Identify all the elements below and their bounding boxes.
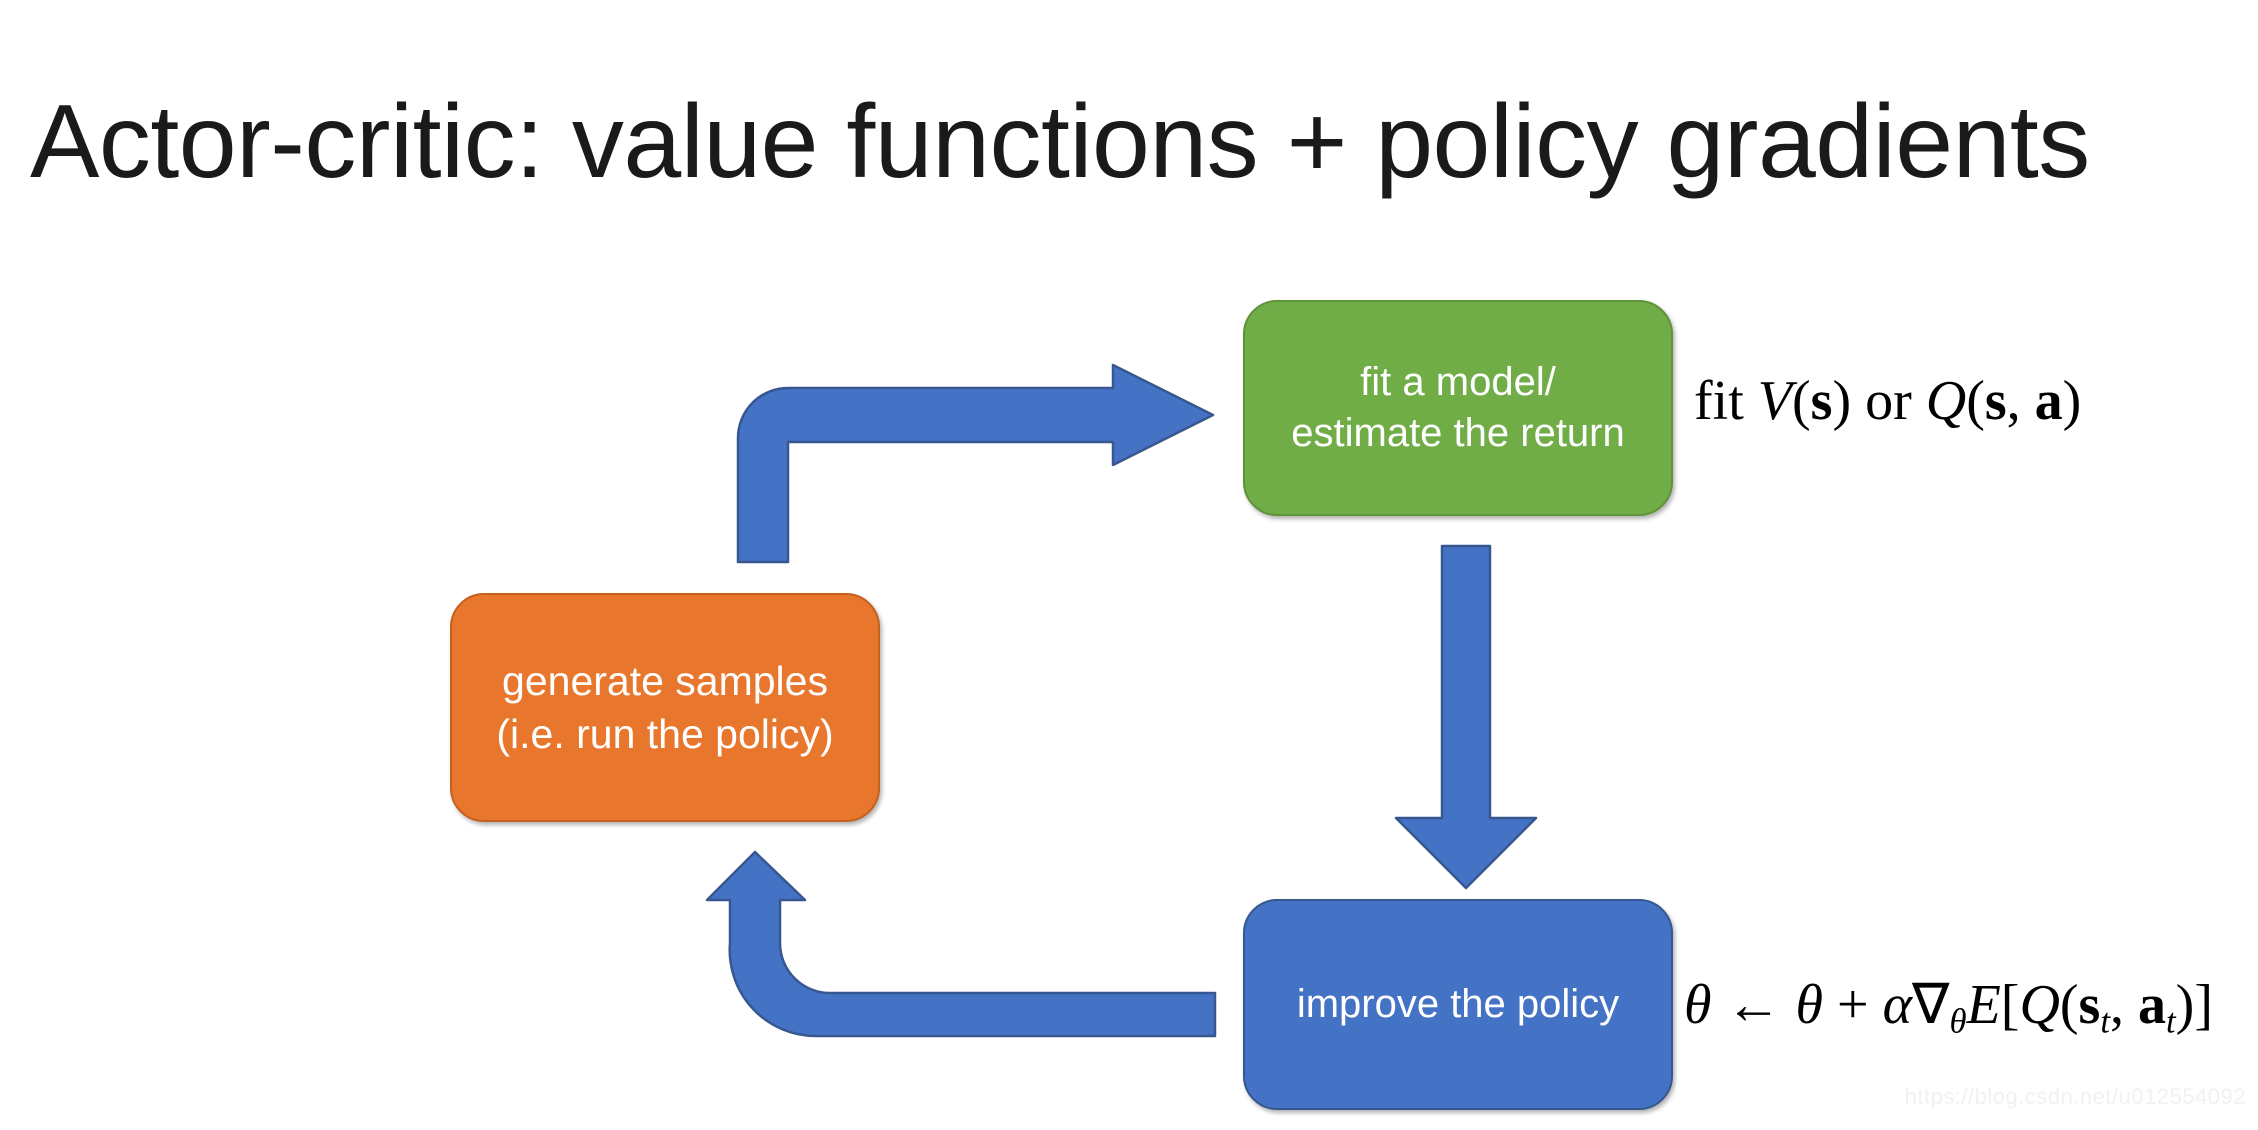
formula-improve-plus: + [1837,974,1869,1036]
formula-improve-expectation: E [1966,974,2001,1036]
formula-improve-alpha: α [1882,974,1913,1036]
node-fit-a-model[interactable]: fit a model/ estimate the return [1243,300,1673,516]
formula-fit-state-symbol: s [1810,370,1833,432]
formula-fit-q-fn: Q [1925,370,1967,432]
formula-improve-assign-arrow: ← [1725,974,1782,1036]
formula-improve-nabla: ∇ [1912,974,1950,1036]
formula-improve-action-symbol: a [2138,974,2166,1036]
node-generate-samples[interactable]: generate samples (i.e. run the policy) [450,593,880,822]
formula-fit-value-fn: V [1757,370,1792,432]
formula-improve-state-symbol: s [2078,974,2101,1036]
formula-fit-value-function: fit V(s) or Q(s, a) [1694,370,2082,432]
arrow-samples-to-fit [736,363,1215,564]
formula-improve-action-subscript: t [2166,1001,2176,1041]
arrow-fit-to-improve [1394,544,1538,890]
page-title: Actor-critic: value functions + policy g… [30,83,2090,200]
watermark: https://blog.csdn.net/u012554092 [1904,1084,2246,1109]
node-improve-the-policy[interactable]: improve the policy [1243,899,1673,1110]
formula-improve-state-subscript: t [2100,1001,2110,1041]
formula-improve-nabla-subscript: θ [1949,1001,1967,1041]
node-generate-samples-label: generate samples (i.e. run the policy) [496,658,834,757]
formula-fit-connector: or [1865,370,1912,432]
node-improve-the-policy-label: improve the policy [1296,981,1620,1026]
formula-fit-lead: fit [1694,370,1744,432]
arrow-improve-to-samples [705,850,1217,1038]
formula-fit-q-state-symbol: s [1984,370,2007,432]
formula-improve-theta: θ [1684,974,1712,1036]
node-fit-a-model-label: fit a model/ estimate the return [1291,359,1625,455]
formula-policy-update: θ ← θ + α∇θE[Q(st, at)] [1684,974,2213,1041]
formula-fit-action-symbol: a [2034,370,2063,432]
formula-improve-q-fn: Q [2019,974,2060,1036]
formula-improve-theta-2: θ [1795,974,1824,1036]
